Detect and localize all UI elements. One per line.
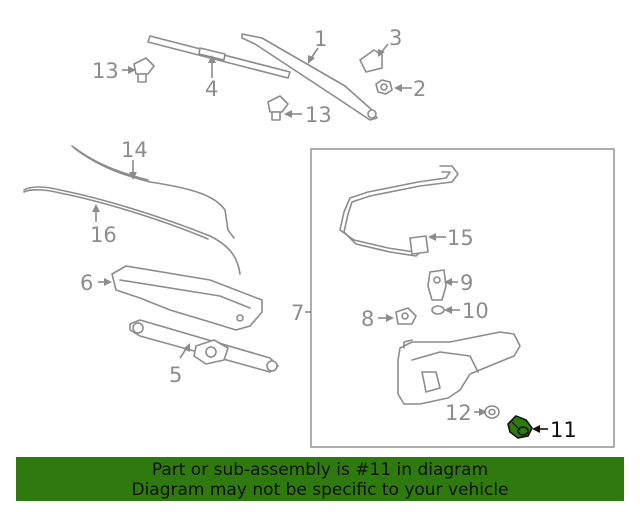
callout-1: 1 [308, 27, 327, 64]
banner-line-disclaimer: Diagram may not be specific to your vehi… [131, 480, 509, 500]
callout-10: 10 [444, 299, 489, 323]
svg-text:16: 16 [90, 223, 117, 247]
callout-2: 2 [394, 77, 426, 101]
reservoir-hose [339, 165, 459, 257]
reservoir-group-box [310, 148, 615, 448]
svg-text:15: 15 [447, 226, 474, 250]
callout-9: 9 [444, 271, 473, 295]
drain-washer [484, 405, 500, 419]
grommet [431, 305, 445, 315]
cowl-panel [111, 265, 263, 331]
callout-13-right: 13 [284, 103, 332, 127]
callout-5: 5 [169, 343, 190, 387]
callout-6: 6 [80, 271, 112, 295]
svg-text:13: 13 [92, 59, 119, 83]
svg-text:6: 6 [80, 271, 93, 295]
washer-nozzle-left [133, 57, 155, 83]
callout-14: 14 [121, 138, 148, 180]
washer-reservoir [397, 331, 521, 405]
part-11-highlighted[interactable] [507, 415, 533, 439]
svg-text:4: 4 [205, 77, 218, 101]
svg-text:14: 14 [121, 138, 148, 162]
arm-cap [359, 49, 383, 73]
svg-text:1: 1 [314, 27, 327, 51]
svg-text:3: 3 [389, 26, 402, 50]
parts-diagram: 4 1 3 2 13 [23, 26, 615, 448]
washer-pump [427, 269, 447, 301]
callout-8: 8 [361, 307, 394, 331]
callout-15: 15 [428, 226, 474, 250]
svg-text:13: 13 [305, 103, 332, 127]
callout-7: 7 [291, 301, 311, 325]
svg-text:2: 2 [413, 77, 426, 101]
svg-text:11: 11 [550, 418, 577, 442]
washer-hose-lower [23, 186, 241, 275]
info-banner: Part or sub-assembly is #11 in diagram D… [16, 457, 624, 501]
svg-text:7: 7 [291, 301, 304, 325]
callout-11: 11 [532, 418, 577, 442]
callout-12: 12 [445, 401, 487, 425]
callout-16: 16 [90, 204, 117, 247]
svg-text:8: 8 [361, 307, 374, 331]
svg-text:9: 9 [460, 271, 473, 295]
callout-13-left: 13 [92, 59, 136, 83]
banner-line-part: Part or sub-assembly is #11 in diagram [151, 460, 489, 480]
wiper-blade [147, 35, 291, 79]
svg-text:12: 12 [445, 401, 472, 425]
callout-3: 3 [378, 26, 402, 57]
nut [375, 79, 393, 95]
callout-4: 4 [205, 55, 218, 101]
wiper-arm [241, 33, 378, 121]
svg-text:5: 5 [169, 363, 182, 387]
pump-seal [395, 307, 417, 325]
washer-nozzle-right [267, 95, 289, 121]
wiper-linkage-motor [129, 319, 279, 373]
washer-hose-upper [71, 145, 235, 239]
svg-text:10: 10 [462, 299, 489, 323]
